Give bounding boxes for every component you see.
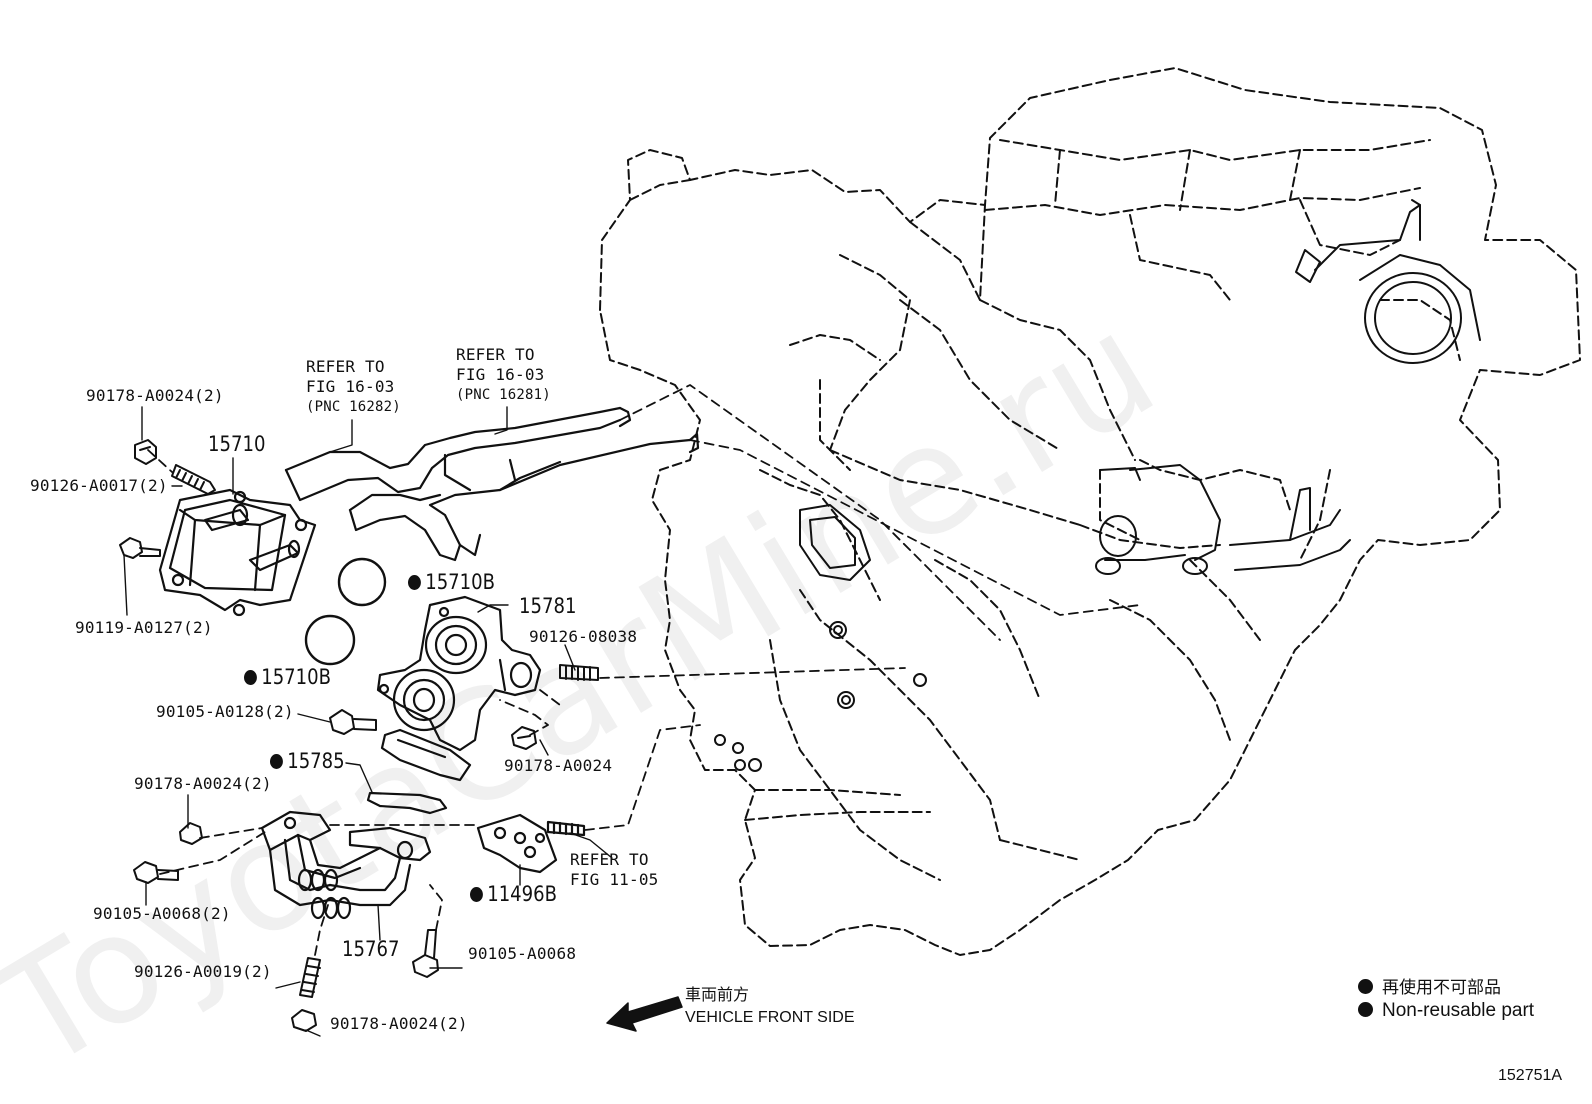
label-90178-a0024-2-bottom: 90178-A0024(2) xyxy=(330,1014,468,1033)
coolant-hoses xyxy=(284,406,700,562)
label-90105-a0068-2: 90105-A0068(2) xyxy=(93,904,231,923)
label-11496b: 11496B xyxy=(470,884,557,905)
refer-line2: FIG 16-03 xyxy=(456,365,545,384)
label-15710: 15710 xyxy=(208,432,266,456)
label-15767: 15767 xyxy=(342,937,400,961)
gasket-11496b xyxy=(476,813,586,874)
refer-note-pnc-16281: REFER TO FIG 16-03 (PNC 16281) xyxy=(456,345,551,405)
pipe-15767 xyxy=(260,810,432,920)
label-15710b-lower: 15710B xyxy=(244,667,331,688)
vehicle-front-jp: 車両前方 xyxy=(685,987,750,1004)
engine-outline xyxy=(599,67,1581,956)
label-90126-a0017-2: 90126-A0017(2) xyxy=(30,476,168,495)
figure-number: 152751A xyxy=(1498,1067,1563,1084)
legend-en: Non-reusable part xyxy=(1358,1000,1534,1022)
label-90105-a0128-2: 90105-A0128(2) xyxy=(156,702,294,721)
gasket-15785 xyxy=(366,791,448,815)
legend-dot-icon xyxy=(1358,1002,1373,1017)
pipe-fasteners xyxy=(133,822,439,1032)
water-housing-15781 xyxy=(376,595,542,782)
label-90178-a0024-single: 90178-A0024 xyxy=(504,756,613,775)
label-90126-a0019-2: 90126-A0019(2) xyxy=(134,962,272,981)
refer-note-fig-11-05: REFER TO FIG 11-05 xyxy=(570,850,659,890)
o-rings xyxy=(304,557,387,666)
vehicle-front-note: 車両前方 VEHICLE FRONT SIDE xyxy=(685,985,855,1029)
refer-line1: REFER TO xyxy=(306,357,385,376)
label-90119-a0127-2: 90119-A0127(2) xyxy=(75,618,213,637)
label-15710b-upper: 15710B xyxy=(408,572,495,593)
label-90178-a0024-2-top: 90178-A0024(2) xyxy=(86,386,224,405)
refer-line1: REFER TO xyxy=(570,850,649,869)
refer-line2: FIG 16-03 xyxy=(306,377,395,396)
legend-jp-text: 再使用不可部品 xyxy=(1382,978,1501,997)
leader-lines xyxy=(123,406,613,1037)
refer-line3: (PNC 16281) xyxy=(456,387,551,403)
oil-cooler-15710 xyxy=(158,488,317,617)
label-15785: 15785 xyxy=(270,751,344,772)
vehicle-front-en: VEHICLE FRONT SIDE xyxy=(685,1009,855,1026)
label-15781: 15781 xyxy=(519,594,577,618)
refer-line3: (PNC 16282) xyxy=(306,399,401,415)
refer-line2: FIG 11-05 xyxy=(570,870,659,889)
engine-details xyxy=(714,199,1481,772)
housing-fasteners xyxy=(329,664,599,750)
legend-dot-icon xyxy=(1358,979,1373,994)
legend-jp: 再使用不可部品 xyxy=(1358,973,1501,998)
assembly-dashes xyxy=(147,384,1141,956)
front-arrow xyxy=(606,996,683,1032)
label-90126-08038: 90126-08038 xyxy=(529,627,638,646)
label-90178-a0024-2-mid: 90178-A0024(2) xyxy=(134,774,272,793)
refer-note-pnc-16282: REFER TO FIG 16-03 (PNC 16282) xyxy=(306,357,401,417)
refer-line1: REFER TO xyxy=(456,345,535,364)
legend-en-text: Non-reusable part xyxy=(1382,1000,1535,1021)
label-90105-a0068: 90105-A0068 xyxy=(468,944,577,963)
